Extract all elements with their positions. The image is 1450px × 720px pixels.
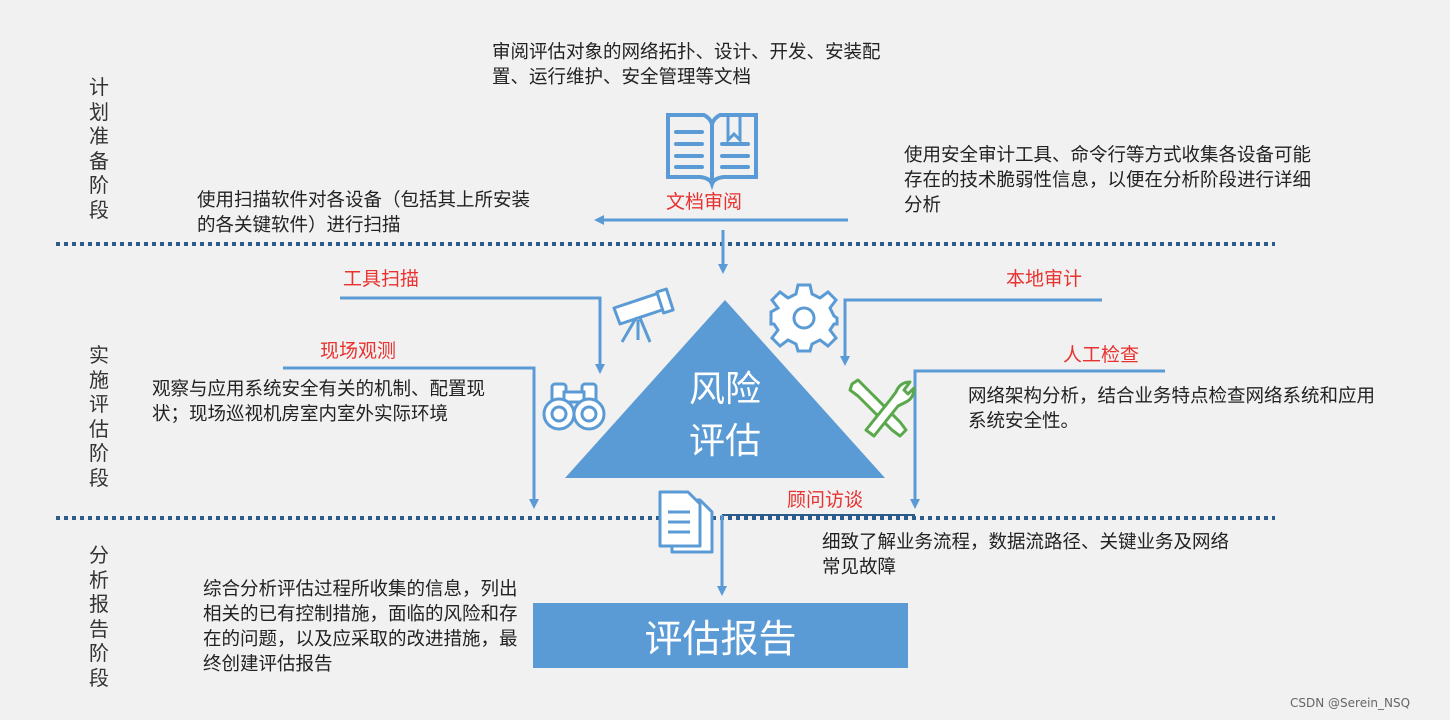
binoculars-icon xyxy=(542,382,606,431)
report-description: 综合分析评估过程所收集的信息，列出相关的已有控制措施，面临的风险和存在的问题，以… xyxy=(203,579,518,675)
risk-assessment-triangle xyxy=(565,300,885,478)
manual-check-label: 人工检查 xyxy=(1063,344,1140,366)
local-audit-description: 使用安全审计工具、命令行等方式收集各设备可能存在的技术脆弱性信息，以便在分析阶段… xyxy=(904,145,1312,216)
tool-scan-description: 使用扫描软件对各设备（包括其上所安装的各关键软件）进行扫描 xyxy=(197,190,531,236)
interview-description: 细致了解业务流程，数据流路径、关键业务及网络常见故障 xyxy=(822,532,1230,578)
document-book-icon xyxy=(666,113,758,191)
doc-review-label: 文档审阅 xyxy=(666,191,743,213)
arrow-local-audit xyxy=(840,298,1102,366)
tool-scan-label: 工具扫描 xyxy=(343,268,420,290)
watermark: CSDN @Serein_NSQ xyxy=(1290,696,1411,710)
assessment-report-box: 评估报告 xyxy=(533,603,908,668)
site-observe-description: 观察与应用系统安全有关的机制、配置现状；现场巡视机房室内室外实际环境 xyxy=(152,379,486,425)
site-observe-label: 现场观测 xyxy=(320,340,397,362)
local-audit-label: 本地审计 xyxy=(1006,268,1083,290)
documents-icon xyxy=(658,490,714,554)
telescope-icon xyxy=(612,287,675,343)
arrow-site-observe xyxy=(283,366,539,509)
phase-implement-label: 实施评估阶段 xyxy=(89,343,109,490)
phase-plan-label: 计划准备阶段 xyxy=(89,75,109,222)
tools-icon xyxy=(848,378,916,438)
phase-report-label: 分析报告阶段 xyxy=(89,543,109,690)
gear-icon xyxy=(769,283,839,353)
consult-interview-label: 顾问访谈 xyxy=(787,489,864,511)
triangle-title-line2: 评估 xyxy=(688,421,761,462)
arrow-tool-scan xyxy=(340,296,605,374)
doc-review-description: 审阅评估对象的网络拓扑、设计、开发、安装配置、运行维护、安全管理等文档 xyxy=(492,42,881,88)
manual-check-description: 网络架构分析，结合业务特点检查网络系统和应用系统安全性。 xyxy=(968,386,1376,432)
arrow-manual-check xyxy=(910,369,1165,509)
triangle-title-line1: 风险 xyxy=(688,369,761,410)
